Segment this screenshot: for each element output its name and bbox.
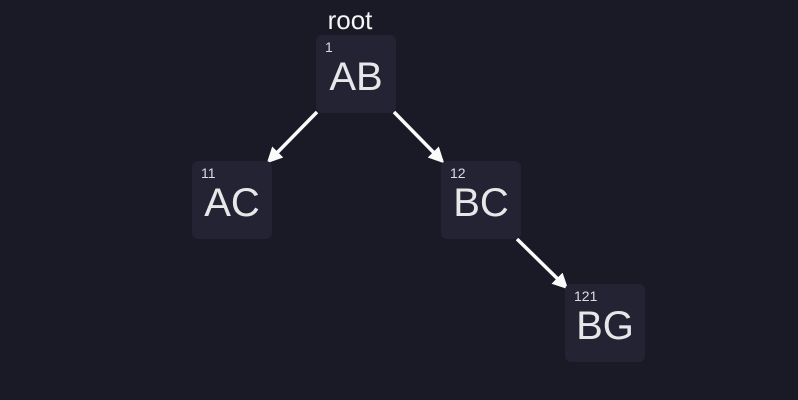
root-caption: root xyxy=(327,5,373,35)
node-id: 11 xyxy=(201,165,216,181)
edge-arrow-1-11 xyxy=(266,110,319,164)
node-id: 1 xyxy=(325,39,333,55)
node-label: AB xyxy=(329,55,383,99)
node-id: 121 xyxy=(574,288,598,304)
node-id: 12 xyxy=(450,165,466,181)
node-label: AC xyxy=(204,181,260,225)
edge-arrow-1-12 xyxy=(392,110,445,164)
node-label: BC xyxy=(453,181,509,225)
edge-arrow-12-121 xyxy=(515,237,569,290)
node-label: BG xyxy=(576,304,634,348)
